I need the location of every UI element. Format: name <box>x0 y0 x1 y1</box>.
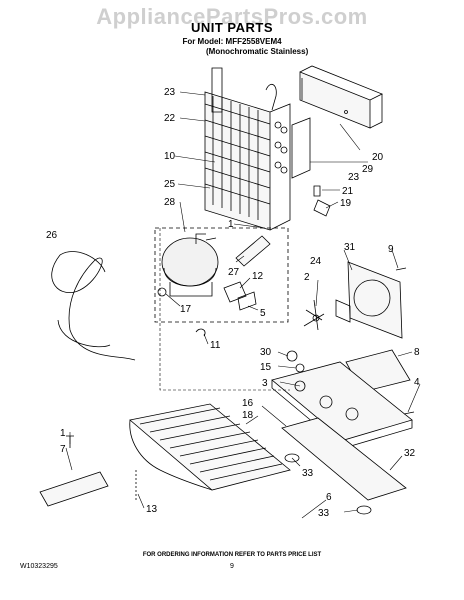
callout-3: 3 <box>262 378 268 389</box>
foot-33b <box>356 505 372 515</box>
callout-26: 26 <box>46 230 58 241</box>
callout-19: 19 <box>340 198 352 209</box>
callout-1a: 1 <box>228 219 234 230</box>
fan-assembly <box>303 261 403 339</box>
bracket-right <box>291 117 311 179</box>
ordering-note: FOR ORDERING INFORMATION REFER TO PARTS … <box>142 552 322 558</box>
callout-22: 22 <box>164 113 176 124</box>
air-shroud <box>299 65 383 129</box>
grommet-15 <box>295 363 305 373</box>
callout-labels: 23 22 10 25 28 1 26 27 12 17 5 11 20 29 … <box>46 87 420 519</box>
condenser-coil <box>204 91 291 231</box>
callout-1b: 1 <box>60 428 66 439</box>
leader-lines <box>65 91 421 519</box>
diagram-title: UNIT PARTS <box>190 20 274 35</box>
condenser-bracket <box>211 67 277 113</box>
page-number: 9 <box>230 563 234 570</box>
screw-21 <box>313 185 321 197</box>
callout-20: 20 <box>372 152 384 163</box>
finish-line: (Monochromatic Stainless) <box>206 47 309 56</box>
callout-33a: 33 <box>302 468 314 479</box>
callout-13: 13 <box>146 504 158 515</box>
compressor-box <box>154 227 289 323</box>
callout-7: 7 <box>60 444 66 455</box>
callout-11: 11 <box>210 340 221 351</box>
grommet-30 <box>286 350 298 362</box>
callout-18: 18 <box>242 410 254 421</box>
foot-33a <box>284 453 300 463</box>
callout-15: 15 <box>260 362 272 373</box>
callout-27: 27 <box>228 267 240 278</box>
callout-16: 16 <box>242 398 254 409</box>
callout-23a: 23 <box>164 87 176 98</box>
callout-21: 21 <box>342 186 354 197</box>
callout-25: 25 <box>164 179 176 190</box>
callout-33b: 33 <box>318 508 330 519</box>
watermark: AppliancePartsPros.com <box>96 4 368 29</box>
terminal-bracket <box>39 471 109 507</box>
callout-9: 9 <box>388 244 394 255</box>
callout-30: 30 <box>260 347 272 358</box>
callout-2: 2 <box>304 272 310 283</box>
defrost-coil <box>129 403 291 491</box>
callout-12: 12 <box>252 271 264 282</box>
screw-4 <box>403 411 415 415</box>
clip-19 <box>313 199 331 217</box>
compressor <box>161 233 219 297</box>
callout-6: 6 <box>326 492 332 503</box>
callout-5: 5 <box>260 308 266 319</box>
screw-9 <box>395 267 407 271</box>
model-line: For Model: MFF2558VEM4 <box>182 37 282 46</box>
callout-10: 10 <box>164 151 176 162</box>
callout-23b: 23 <box>348 172 360 183</box>
overload-5 <box>237 291 257 311</box>
callout-31: 31 <box>344 242 356 253</box>
callout-4: 4 <box>414 377 420 388</box>
callout-29: 29 <box>362 164 374 175</box>
start-relay <box>223 281 247 303</box>
document-number: W10323295 <box>20 563 58 570</box>
callout-8: 8 <box>414 347 420 358</box>
start-capacitor <box>235 235 271 267</box>
callout-28: 28 <box>164 197 176 208</box>
callout-17: 17 <box>180 304 192 315</box>
grommet-17 <box>157 287 167 297</box>
callout-24: 24 <box>310 256 322 267</box>
callout-32: 32 <box>404 448 416 459</box>
wire-harness <box>51 251 136 361</box>
drain-pan <box>281 417 407 501</box>
clip-11 <box>195 328 206 337</box>
